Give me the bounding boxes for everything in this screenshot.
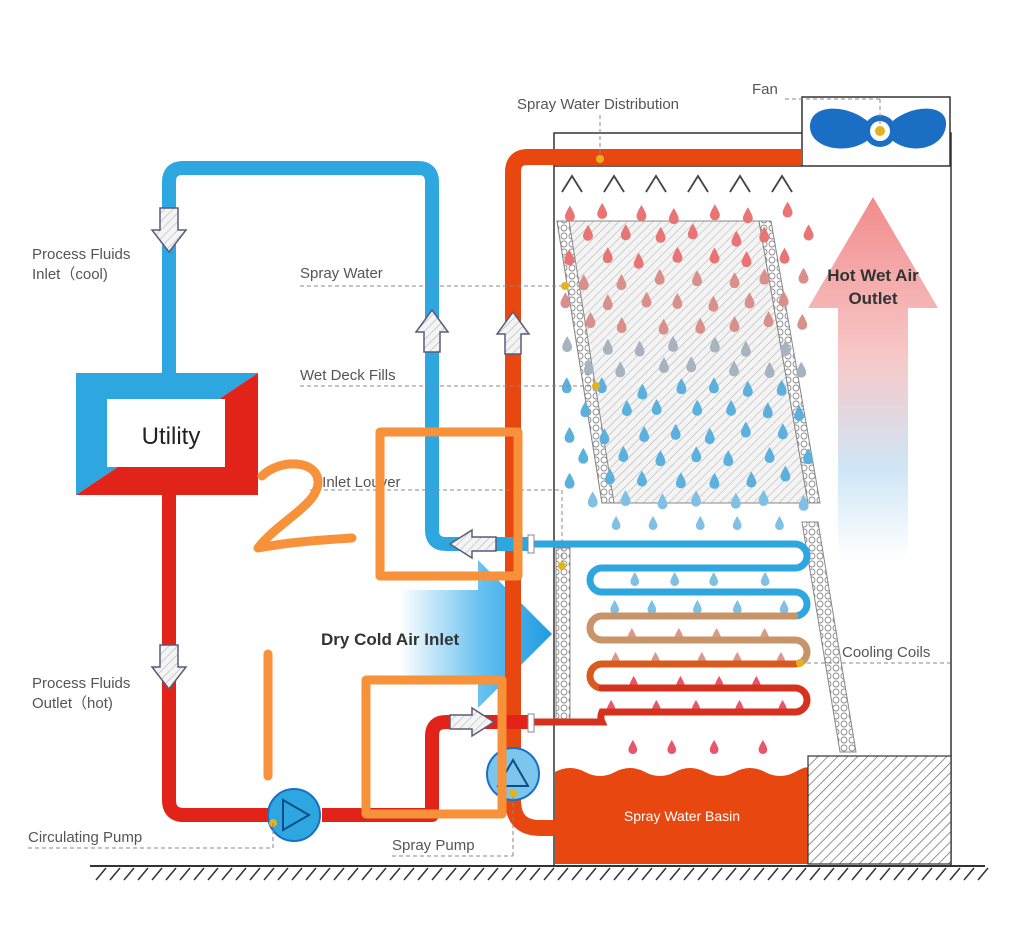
coil-connectors (527, 534, 535, 733)
dry-cold-air-inlet-label: Dry Cold Air Inlet (321, 630, 460, 649)
water-drop (796, 361, 807, 378)
water-drop (779, 247, 790, 264)
circulating-pump (267, 788, 321, 842)
water-drop (732, 600, 742, 614)
water-drop (611, 516, 621, 530)
hollow-flow-arrow (495, 310, 531, 355)
spray-nozzle (687, 174, 709, 193)
spray-nozzles (561, 174, 793, 193)
water-drop (782, 201, 793, 218)
water-drop (670, 572, 680, 586)
spray-water-distribution-label: Spray Water Distribution (517, 96, 679, 113)
spray-nozzle (645, 174, 667, 193)
process-fluids-outlet-label-line2: Outlet（hot) (32, 695, 113, 712)
hollow-flow-arrow (150, 207, 188, 254)
water-drop (564, 426, 575, 443)
marker-two-stroke (253, 459, 357, 553)
hot-wet-air-outlet-arrow (808, 197, 938, 560)
water-drop (695, 516, 705, 530)
spray-pump-label: Spray Pump (392, 837, 475, 854)
water-drop (775, 516, 784, 530)
flow-arrows (150, 207, 531, 738)
hollow-flow-arrow (414, 308, 450, 353)
water-drop (709, 572, 719, 586)
water-drop (564, 472, 575, 489)
cooling-coils-label: Cooling Coils (842, 644, 930, 661)
ground (90, 865, 989, 881)
hollow-flow-arrow (150, 644, 188, 691)
water-drop (760, 572, 770, 586)
hollow-flow-arrow (448, 528, 497, 560)
water-drop (636, 205, 647, 222)
process-fluids-outlet-label-line1: Process Fluids (32, 675, 130, 692)
water-drop (630, 572, 640, 586)
wet-deck-fills-label: Wet Deck Fills (300, 367, 396, 384)
spray-nozzle (771, 174, 793, 193)
process-fluids-inlet-label-line2: Inlet（cool) (32, 266, 108, 283)
water-drop (803, 224, 814, 241)
utility-box: Utility (76, 373, 258, 495)
cooling-coils (526, 540, 811, 726)
utility-label: Utility (142, 423, 201, 450)
water-drop (709, 204, 720, 221)
air-inlet-louver (555, 547, 571, 723)
water-drop (610, 600, 620, 614)
hot-wet-air-outlet-label-line1: Hot Wet Air (827, 266, 919, 285)
spray-water-basin-label: Spray Water Basin (624, 808, 740, 824)
water-drop (732, 516, 742, 530)
spray-water-pipe (505, 149, 802, 836)
leader-lines (28, 98, 950, 857)
fan-housing (801, 96, 951, 167)
water-drop (667, 740, 677, 754)
fan-icon (809, 108, 947, 149)
water-drop (709, 740, 719, 754)
labels: Spray Water Distribution Fan Process Flu… (28, 81, 930, 854)
spray-water-basin: Spray Water Basin (555, 755, 952, 865)
water-drop (742, 207, 753, 224)
water-drop (578, 447, 589, 464)
spray-pump (486, 747, 540, 801)
highlight-box-top (375, 427, 523, 581)
water-drop (597, 202, 608, 219)
water-drop (797, 313, 808, 330)
water-drop (693, 600, 702, 614)
circulating-pump-label: Circulating Pump (28, 829, 142, 846)
water-drop (779, 600, 789, 614)
spray-nozzle (561, 174, 583, 193)
fan-label: Fan (752, 81, 778, 98)
water-drop (561, 377, 572, 394)
hot-wet-air-outlet-label-line2: Outlet (848, 289, 897, 308)
hollow-flow-arrow (449, 706, 496, 738)
process-fluid-cool-pipe (162, 161, 530, 551)
tower-casing (553, 132, 952, 867)
water-drop (668, 208, 679, 225)
water-drop (798, 267, 809, 284)
air-inlet-louver-label: r Inlet Louver (313, 474, 401, 491)
spray-nozzle (729, 174, 751, 193)
water-drop (648, 516, 658, 530)
spray-water-label: Spray Water (300, 265, 383, 282)
water-drop (564, 205, 575, 222)
process-fluids-inlet-label-line1: Process Fluids (32, 246, 130, 263)
water-drop (628, 740, 638, 754)
water-drop (562, 336, 573, 353)
highlight-box-bottom (361, 675, 507, 819)
water-drop (587, 491, 598, 508)
water-drop (758, 740, 768, 754)
cooling-coils-louver (801, 521, 857, 753)
process-fluid-hot-pipe (162, 495, 530, 822)
water-drop (647, 600, 657, 614)
highlight-annotations (253, 427, 523, 819)
spray-nozzle (603, 174, 625, 193)
